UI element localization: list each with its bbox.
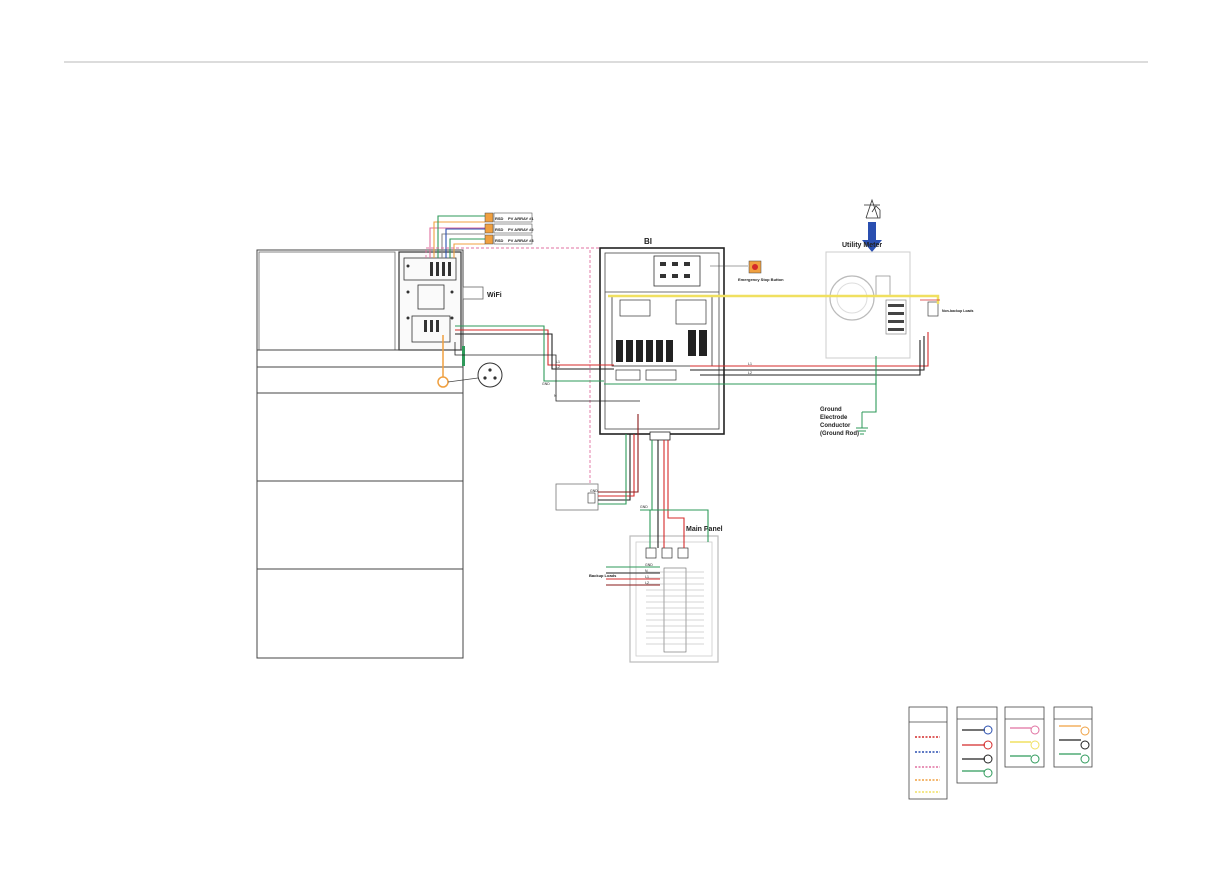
wire-l1-label-2: L1 xyxy=(748,362,752,366)
legend-pv-wires xyxy=(1053,706,1093,768)
top-divider xyxy=(64,61,1148,63)
ground-label-3: Conductor xyxy=(820,423,851,429)
panel-n-label: N xyxy=(645,569,648,573)
wire-l2-label-1: L2 xyxy=(556,365,560,369)
utility-meter: Utility Meter Non-backup Loads Ground El… xyxy=(820,198,974,437)
legend-ac-wires xyxy=(956,706,998,784)
wire-l2-label-2: L2 xyxy=(748,371,752,375)
main-panel: Main Panel Backup Loads GND N L1 L2 xyxy=(589,526,723,663)
wire-gnd-label-2: GND xyxy=(640,505,648,509)
ground-label-4: (Ground Rod) xyxy=(820,431,859,437)
pv-arrays: RSD RSD RSD PV ARRAY #1 PV ARRAY #2 PV A… xyxy=(429,212,534,258)
wifi-label: WiFi xyxy=(487,292,502,299)
ground-label-1: Ground xyxy=(820,407,842,413)
backup-loads-label: Backup Loads xyxy=(589,573,617,578)
wire-l1-label-1: L1 xyxy=(556,360,560,364)
battery-cabinet: WiFi xyxy=(256,249,503,659)
pv-array-2-label: PV ARRAY #2 xyxy=(508,227,534,232)
rsd-2-label: RSD xyxy=(495,227,504,232)
pv-array-1-label: PV ARRAY #1 xyxy=(508,216,534,221)
rsd-1-label: RSD xyxy=(495,216,504,221)
ground-label-2: Electrode xyxy=(820,415,848,421)
legend-line-types xyxy=(908,706,948,800)
wire-gnd-label-1: GND xyxy=(542,382,550,386)
ac-wiring xyxy=(454,294,940,548)
legend-dc-wires xyxy=(1004,706,1045,768)
meter-gnd-label: GND xyxy=(590,489,598,493)
main-panel-label: Main Panel xyxy=(686,526,723,533)
pv-array-3-label: PV ARRAY #3 xyxy=(508,238,534,243)
panel-l2-label: L2 xyxy=(645,581,649,585)
rsd-3-label: RSD xyxy=(495,238,504,243)
wire-n-label-1: N xyxy=(554,394,557,398)
emergency-stop-label: Emergency Stop Button xyxy=(738,277,784,282)
utility-meter-label: Utility Meter xyxy=(842,242,882,249)
backup-interface: BI Emergency Stop Button xyxy=(599,237,784,441)
meter-box: GND xyxy=(555,483,599,511)
non-backup-loads-label: Non-backup Loads xyxy=(942,309,974,313)
bi-label: BI xyxy=(644,237,652,246)
panel-gnd-label: GND xyxy=(645,563,653,567)
panel-l1-label: L1 xyxy=(645,575,649,579)
